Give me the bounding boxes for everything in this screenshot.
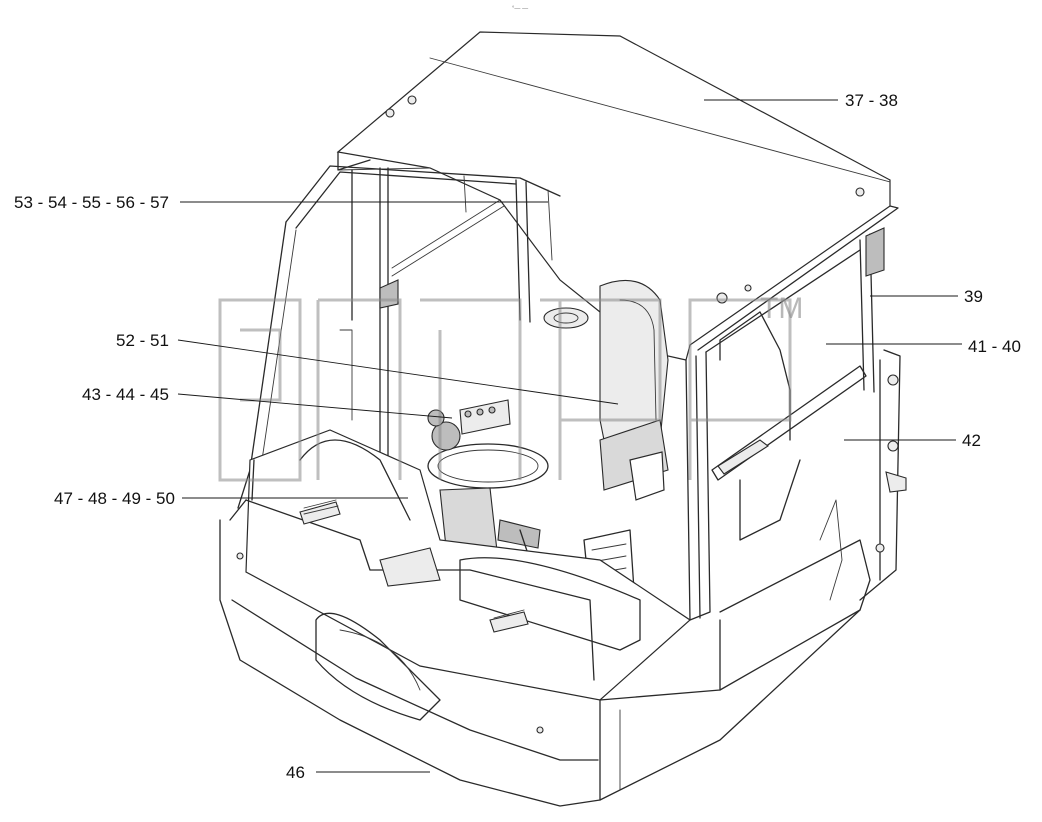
callout-37-38: 37 - 38 <box>845 91 898 110</box>
front-body <box>219 429 861 807</box>
operator-seat <box>543 279 669 601</box>
header-mark: °— — <box>512 6 528 12</box>
watermark-logo-icon: TM <box>218 292 803 482</box>
leader-52-51 <box>177 339 619 405</box>
callout-46: 46 <box>286 763 305 782</box>
roof-panel <box>336 31 899 361</box>
rear-frame <box>285 165 561 481</box>
callout-39: 39 <box>964 287 983 306</box>
callout-43-44-45: 43 - 44 - 45 <box>82 385 169 404</box>
callout-53-54-55-56-57: 53 - 54 - 55 - 56 - 57 <box>14 193 169 212</box>
leader-43-45 <box>177 393 453 419</box>
callout-42: 42 <box>962 431 981 450</box>
callout-leaders <box>177 99 962 773</box>
callout-47-48-49-50: 47 - 48 - 49 - 50 <box>54 489 175 508</box>
watermark-trademark: TM <box>760 292 803 325</box>
callout-52-51: 52 - 51 <box>116 331 169 350</box>
callout-labels: 37 - 38 53 - 54 - 55 - 56 - 57 39 41 - 4… <box>14 91 1021 782</box>
callout-41-40: 41 - 40 <box>968 337 1021 356</box>
